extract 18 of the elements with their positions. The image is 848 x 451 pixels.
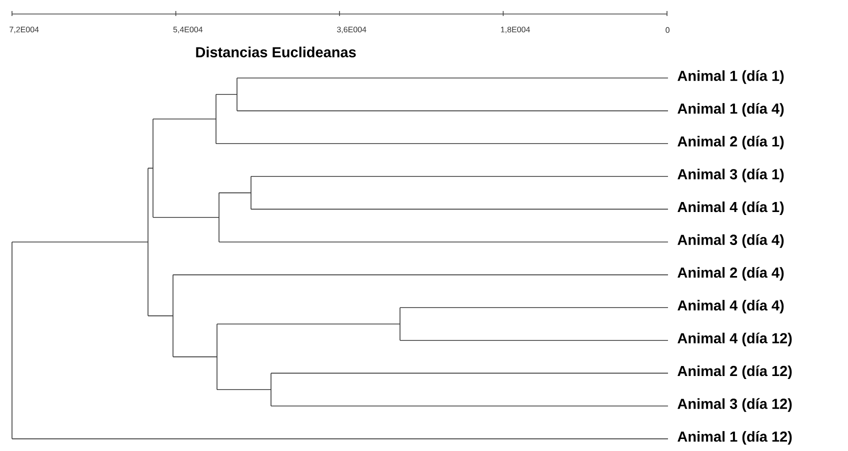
tick-label: 7,2E004 — [10, 26, 39, 34]
tick-label: 1,8E004 — [501, 26, 530, 34]
leaf-label: Animal 3 (día 1) — [678, 168, 784, 182]
tick-label: 5,4E004 — [173, 26, 203, 34]
tick-label: 3,6E004 — [337, 26, 366, 34]
leaf-label: Animal 1 (día 1) — [678, 70, 784, 84]
leaf-label: Animal 1 (día 12) — [678, 430, 792, 445]
leaf-label: Animal 1 (día 4) — [678, 102, 784, 117]
leaf-label: Animal 3 (día 12) — [678, 398, 792, 412]
leaf-label: Animal 4 (día 12) — [678, 332, 792, 346]
leaf-label: Animal 3 (día 4) — [678, 234, 784, 248]
leaf-label: Animal 2 (día 1) — [678, 136, 784, 150]
leaf-label: Animal 2 (día 12) — [678, 365, 792, 380]
tick-label: 0 — [666, 27, 670, 33]
leaf-label: Animal 4 (día 4) — [678, 300, 784, 314]
leaf-label: Animal 4 (día 1) — [678, 201, 784, 216]
axis-title: Distancias Euclideanas — [196, 46, 356, 58]
leaf-label: Animal 2 (día 4) — [678, 266, 784, 281]
